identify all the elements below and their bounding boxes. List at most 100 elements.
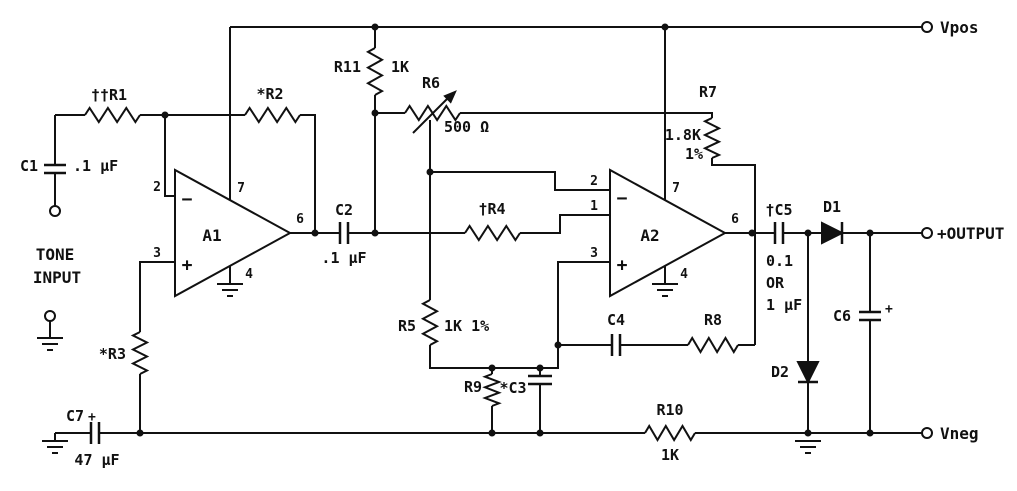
r9-symbol [482,373,502,407]
junction-dot [488,429,496,437]
r10-value: 1K [661,446,679,464]
r2-symbol [244,106,301,124]
r6-wiper-arrow [412,96,450,134]
junction-dot [804,229,812,237]
a1-pin3: 3 [153,246,161,261]
c6-polarity: + [885,302,893,317]
ground-icon [217,283,243,297]
r6-wiper-arrowhead [443,90,457,104]
a1-plus-sign: + [182,255,193,276]
r9-label: R9 [464,378,482,396]
r7-symbol [702,117,722,159]
junction-dot [488,364,496,372]
c5-plates [773,222,785,244]
a2-pin1: 1 [590,199,598,214]
c1-label: C1 [20,157,38,175]
r4-symbol [464,224,521,242]
c1-value: .1 µF [73,157,118,175]
r7-label: R7 [699,83,717,101]
junction-dot [748,229,756,237]
a1-pin2: 2 [153,180,161,195]
resistor-r6-trimpot: R6 500 Ω [404,74,489,136]
a1-minus-sign: − [182,189,193,210]
ground-icon [42,440,68,454]
c5-value-line1: 0.1 [766,252,793,270]
junction-dot [866,429,874,437]
capacitor-c5: †C5 0.1 OR 1 µF [765,201,802,314]
c6-plates [859,310,881,322]
junction-dot [161,111,169,119]
r1-label: ††R1 [91,86,127,104]
c7-plates [89,422,101,444]
resistor-r10: R10 1K [644,401,696,464]
ground-icon [37,337,63,351]
r11-label: R11 [334,58,361,76]
vneg-terminal-circle [921,427,933,439]
terminal-tone-input: TONE INPUT [33,205,81,322]
c2-plates [338,222,350,244]
c2-value: .1 µF [321,249,366,267]
a2-pin3: 3 [590,246,598,261]
opamp-a1: − + A1 2 3 7 4 6 [153,168,304,298]
input-terminal-circle [49,205,61,217]
a1-pin4: 4 [245,267,253,282]
a1-pin7: 7 [237,181,245,196]
junction-dot [311,229,319,237]
resistor-r11: R11 1K [334,47,409,96]
a2-pin7: 7 [672,181,680,196]
c5-value-line2: OR [766,274,785,292]
r5-label: R5 [398,317,416,335]
terminal-output: +OUTPUT [921,224,1004,243]
r5-symbol [420,299,440,346]
tone-input-label-line1: TONE [36,245,75,264]
r10-symbol [644,424,696,442]
junction-dots [136,23,874,437]
resistor-r7: R7 1.8K 1% [665,83,722,163]
ground-icon [652,283,678,297]
junction-dot [536,429,544,437]
vneg-label: Vneg [940,424,979,443]
output-terminal-circle [921,227,933,239]
junction-dot [371,229,379,237]
r8-label: R8 [704,311,722,329]
vpos-label: Vpos [940,18,979,37]
c7-label: C7 [66,407,84,425]
resistor-r5: R5 1K 1% [398,299,489,346]
c5-label: †C5 [765,201,792,219]
c6-label: C6 [833,307,851,325]
r7-tolerance: 1% [685,145,703,163]
c3-plates [528,374,552,386]
a2-pin6: 6 [731,212,739,227]
c7-value: 47 µF [74,451,119,469]
capacitor-c7: C7 + 47 µF [66,407,120,469]
r4-label: †R4 [478,200,505,218]
junction-dot [136,429,144,437]
junction-dot [661,23,669,31]
opamp-a2: − + A2 2 1 3 7 4 6 [590,168,739,298]
a2-pin2: 2 [590,174,598,189]
terminal-vneg: Vneg [921,424,979,443]
resistor-r2: *R2 [244,85,301,124]
resistor-r1: ††R1 [84,86,141,124]
a1-name: A1 [202,226,221,245]
tone-input-label-line2: INPUT [33,268,81,287]
a2-plus-sign: + [617,255,628,276]
r5-value: 1K 1% [444,317,489,335]
resistor-r9: R9 [464,373,502,407]
resistor-r8: R8 [687,311,739,354]
junction-dot [371,23,379,31]
r6-value: 500 Ω [444,118,489,136]
d1-label: D1 [823,198,841,216]
c1-plates [44,163,66,175]
r8-symbol [687,336,739,354]
capacitor-c6: C6 + [833,302,893,325]
d2-label: D2 [771,363,789,381]
r2-label: *R2 [256,85,283,103]
a2-minus-sign: − [617,188,628,209]
terminal-vpos: Vpos [921,18,979,37]
c4-label: C4 [607,311,625,329]
r10-label: R10 [656,401,683,419]
r7-value: 1.8K [665,126,701,144]
d2-symbol [796,361,820,385]
